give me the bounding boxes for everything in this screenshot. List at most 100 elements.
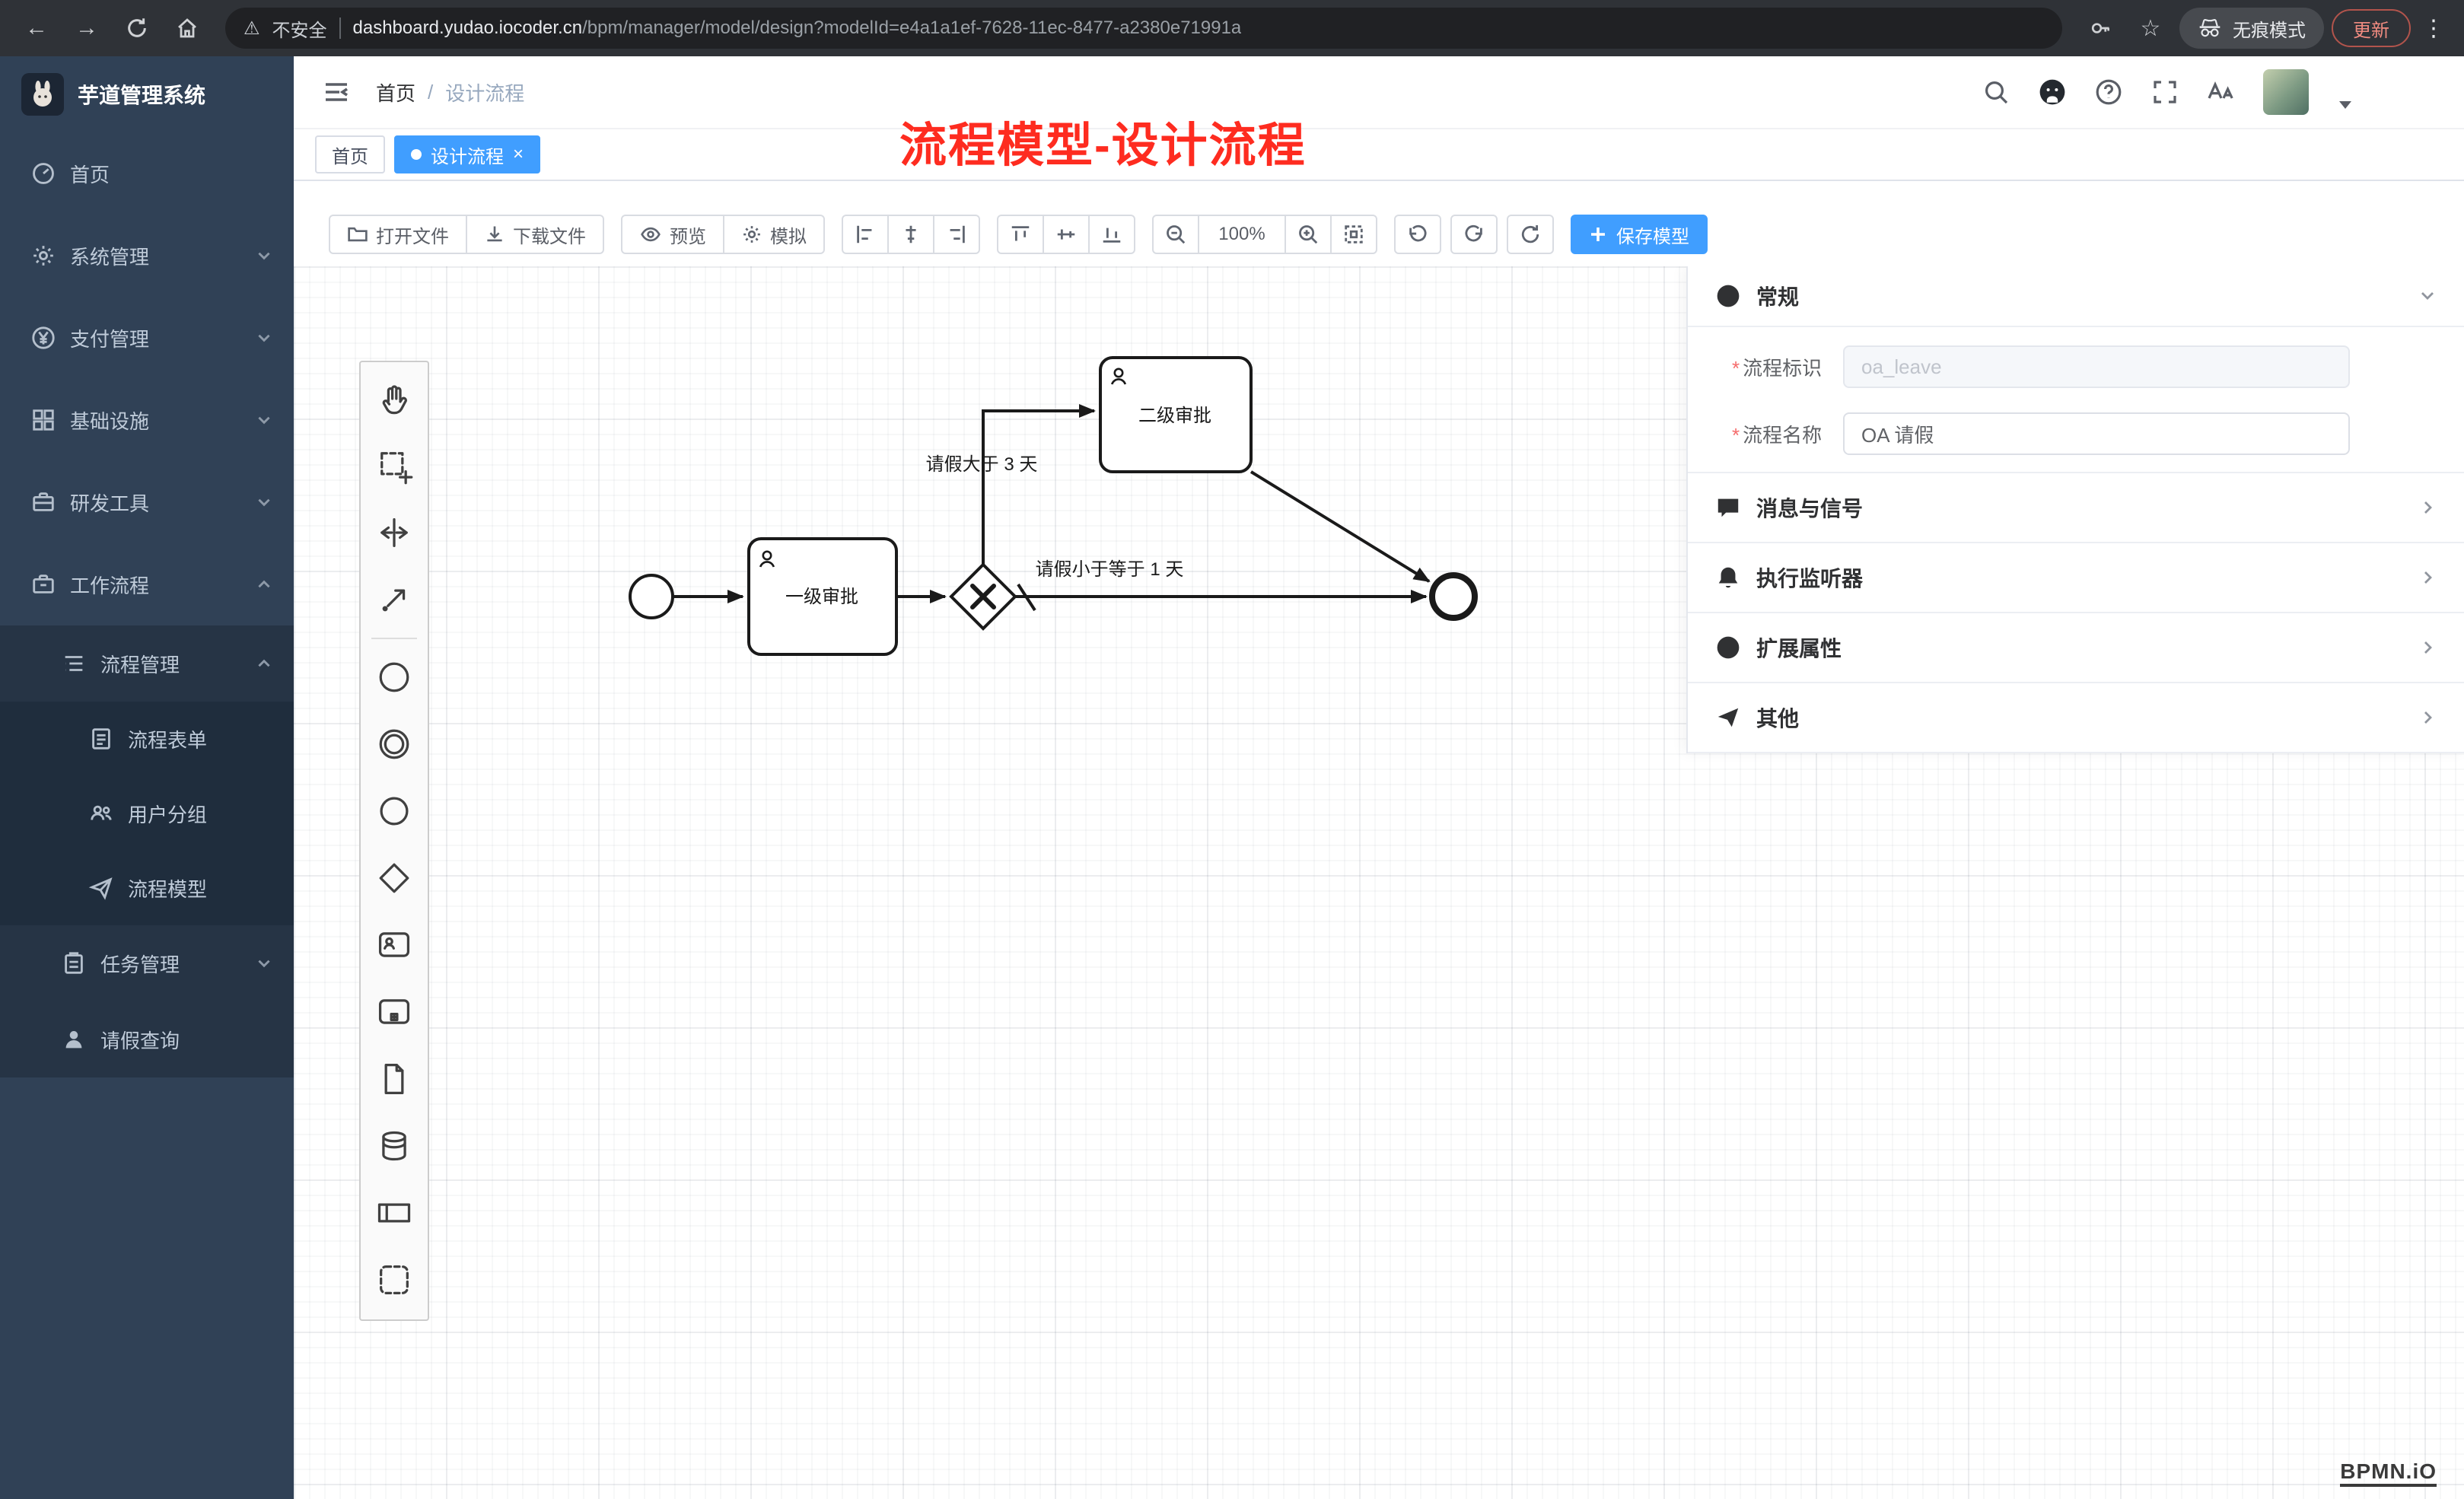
- chevron-right-icon: [2424, 501, 2432, 514]
- app-logo-row[interactable]: 芋道管理系统: [0, 56, 294, 132]
- simulate-button[interactable]: 模拟: [723, 215, 825, 254]
- button-label: 保存模型: [1616, 226, 1689, 247]
- download-file-button[interactable]: 下载文件: [466, 215, 604, 254]
- palette-create-end-event[interactable]: [361, 778, 428, 845]
- key-icon[interactable]: [2079, 7, 2122, 49]
- section-messages-signals[interactable]: 消息与信号: [1688, 473, 2464, 543]
- align-left-button[interactable]: [842, 215, 889, 254]
- folder-icon: [348, 227, 368, 242]
- sequence-flow-gateway-to-task2[interactable]: [982, 404, 1096, 565]
- avatar-caret-icon[interactable]: [2339, 101, 2351, 109]
- zoom-fit-button[interactable]: [1330, 215, 1377, 254]
- chevron-up-icon: [256, 576, 272, 593]
- search-icon[interactable]: [1982, 78, 2010, 107]
- palette-create-group[interactable]: [361, 1246, 428, 1313]
- palette-space-tool[interactable]: [361, 499, 428, 566]
- sidebar-item-user-group[interactable]: 用户分组: [0, 776, 294, 851]
- sidebar-item-leave-query[interactable]: 请假查询: [0, 1001, 294, 1077]
- user-task-level1[interactable]: 一级审批: [747, 537, 898, 656]
- palette-create-intermediate-event[interactable]: [361, 711, 428, 778]
- palette-create-user-task[interactable]: [361, 912, 428, 979]
- open-file-button[interactable]: 打开文件: [329, 215, 467, 254]
- github-icon[interactable]: [2038, 78, 2067, 107]
- palette-hand-tool[interactable]: [361, 365, 428, 432]
- sidebar-item-process-mgmt[interactable]: 流程管理: [0, 625, 294, 702]
- sidebar-item-label: 流程表单: [128, 728, 208, 752]
- preview-button[interactable]: 预览: [621, 215, 724, 254]
- palette-create-gateway[interactable]: [361, 845, 428, 912]
- palette-lasso-tool[interactable]: [361, 432, 428, 499]
- app-logo: [21, 73, 64, 116]
- sidebar-item-workflow[interactable]: 工作流程: [0, 543, 294, 625]
- security-label[interactable]: 不安全: [272, 20, 327, 41]
- sidebar-item-infra[interactable]: 基础设施: [0, 379, 294, 461]
- bpmn-canvas[interactable]: 一级审批 二级审批: [294, 266, 2464, 1499]
- breadcrumb-home[interactable]: 首页: [376, 81, 416, 105]
- sidebar-item-home[interactable]: 首页: [0, 132, 294, 215]
- section-extended-properties[interactable]: 扩展属性: [1688, 613, 2464, 683]
- start-event-shape[interactable]: [629, 574, 674, 619]
- palette-create-participant[interactable]: [361, 1179, 428, 1246]
- process-key-input[interactable]: [1843, 345, 2350, 388]
- browser-menu-icon[interactable]: ⋮: [2422, 15, 2445, 41]
- button-label: 模拟: [770, 226, 807, 247]
- tab-design-process[interactable]: 设计流程 ×: [394, 135, 541, 173]
- save-group: 保存模型: [1571, 215, 1708, 254]
- sidebar-item-process-model[interactable]: 流程模型: [0, 851, 294, 925]
- forward-icon[interactable]: →: [75, 15, 98, 40]
- sidebar-item-task-mgmt[interactable]: 任务管理: [0, 925, 294, 1001]
- zoom-in-button[interactable]: [1285, 215, 1332, 254]
- palette-create-data-store[interactable]: [361, 1112, 428, 1179]
- palette-create-data-object[interactable]: [361, 1045, 428, 1112]
- help-icon[interactable]: [2094, 78, 2123, 107]
- align-bottom-button[interactable]: [1088, 215, 1135, 254]
- exclusive-gateway[interactable]: [949, 562, 1017, 631]
- undo-button[interactable]: [1394, 215, 1441, 254]
- save-model-button[interactable]: 保存模型: [1571, 215, 1708, 254]
- sidebar-item-label: 请假查询: [100, 1029, 180, 1052]
- reload-icon[interactable]: [116, 7, 158, 49]
- tab-home[interactable]: 首页: [315, 135, 385, 173]
- user-task-level2[interactable]: 二级审批: [1099, 356, 1253, 473]
- address-bar[interactable]: ⚠ 不安全 dashboard.yudao.iocoder.cn/bpm/man…: [225, 8, 2062, 49]
- sequence-flow-task2-to-end[interactable]: [1250, 470, 1431, 583]
- align-middle-v-button[interactable]: [1043, 215, 1090, 254]
- font-size-icon[interactable]: [2207, 78, 2236, 107]
- align-right-button[interactable]: [933, 215, 980, 254]
- bpmn-diagram[interactable]: 一级审批 二级审批: [294, 266, 2464, 1499]
- field-label-text: 流程名称: [1743, 423, 1823, 447]
- section-other[interactable]: 其他: [1688, 683, 2464, 753]
- send-icon: [1717, 708, 1739, 727]
- avatar[interactable]: [2263, 69, 2309, 115]
- hamburger-icon[interactable]: [321, 77, 352, 107]
- section-execution-listeners[interactable]: 执行监听器: [1688, 543, 2464, 613]
- palette-create-start-event[interactable]: [361, 644, 428, 711]
- fullscreen-icon[interactable]: [2150, 78, 2179, 107]
- flow-label-gt-3-days[interactable]: 请假大于 3 天: [926, 454, 1038, 475]
- bpmn-io-watermark[interactable]: BPMN.iO: [2340, 1459, 2437, 1487]
- align-center-h-button[interactable]: [887, 215, 934, 254]
- toolbox-icon: [33, 492, 54, 511]
- required-mark: *: [1732, 356, 1740, 380]
- sidebar-item-process-form[interactable]: 流程表单: [0, 702, 294, 776]
- sidebar-item-payment[interactable]: 支付管理: [0, 297, 294, 379]
- sidebar-item-devtools[interactable]: 研发工具: [0, 461, 294, 543]
- palette-global-connect-tool[interactable]: [361, 566, 428, 633]
- process-name-input[interactable]: [1843, 412, 2350, 455]
- zoom-out-button[interactable]: [1152, 215, 1199, 254]
- home-icon[interactable]: [166, 7, 209, 49]
- bookmark-star-icon[interactable]: ☆: [2140, 15, 2161, 41]
- restart-button[interactable]: [1507, 215, 1554, 254]
- chevron-down-icon: [256, 955, 272, 972]
- sidebar-item-system[interactable]: 系统管理: [0, 215, 294, 297]
- page-url[interactable]: dashboard.yudao.iocoder.cn/bpm/manager/m…: [353, 18, 1242, 39]
- end-event-shape[interactable]: [1429, 572, 1478, 621]
- back-icon[interactable]: ←: [25, 15, 48, 40]
- browser-update-button[interactable]: 更新: [2332, 9, 2411, 47]
- flow-label-le-1-day[interactable]: 请假小于等于 1 天: [1036, 559, 1184, 580]
- redo-button[interactable]: [1450, 215, 1498, 254]
- section-general[interactable]: 常规: [1688, 266, 2464, 327]
- align-top-button[interactable]: [997, 215, 1044, 254]
- tab-close-icon[interactable]: ×: [513, 144, 524, 164]
- palette-create-subprocess[interactable]: [361, 979, 428, 1045]
